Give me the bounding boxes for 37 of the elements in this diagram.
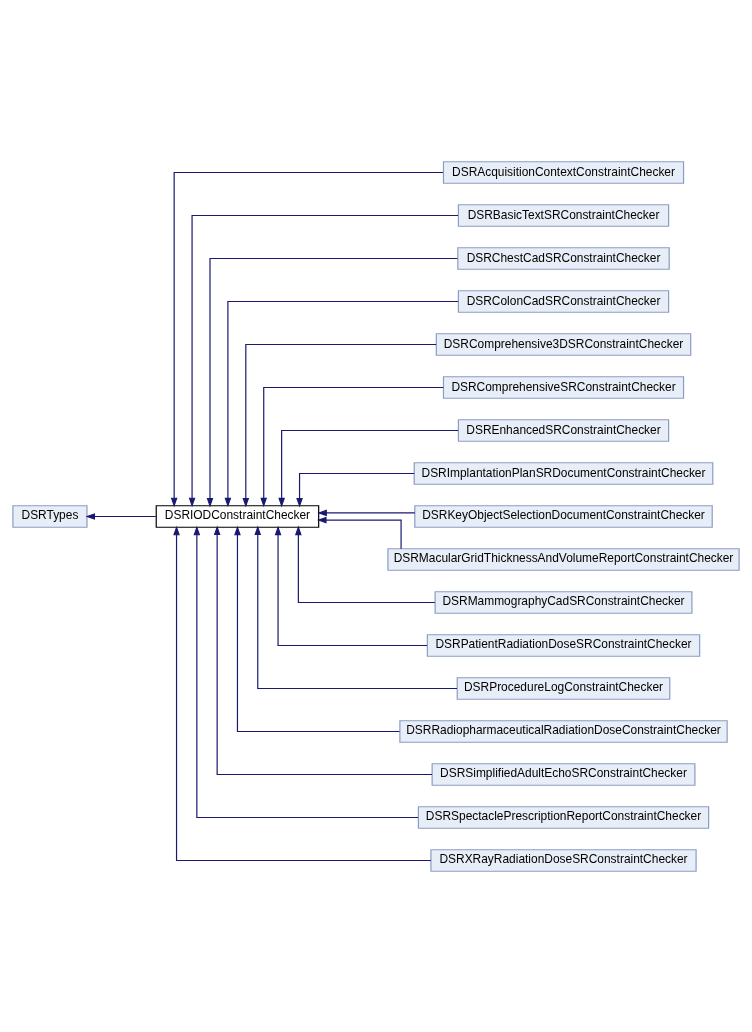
arrow [296,472,415,507]
arrow [206,257,459,508]
node-box: DSRProcedureLogConstraintChecker [456,676,671,700]
arrow [85,512,157,520]
arrow [193,525,419,818]
arrow [317,516,402,549]
node-box: DSRMacularGridThicknessAndVolumeReportConstraintChecker [387,547,740,571]
node-box: DSREnhancedSRConstraintChecker [457,418,670,442]
node-box: DSRKeyObjectSelectionDocumentConstraintChecker [414,504,713,528]
node-box: DSRRadiopharmaceuticalRadiationDoseConstraintChecker [399,719,728,743]
node-box: DSRColonCadSRConstraintChecker [457,289,670,313]
node-box: DSRChestCadSRConstraintChecker [457,246,670,270]
arrow [242,343,437,508]
node-box: DSRSimplifiedAdultEchoSRConstraintChecker [431,762,696,786]
arrow [260,386,444,507]
arrow [254,524,458,689]
node-box: DSRImplantationPlanSRDocumentConstraintChecker [413,461,714,485]
node-box: DSRSpectaclePrescriptionReportConstraintChecker [417,805,710,829]
arrow [278,429,459,507]
arrow [213,524,433,775]
arrow [224,300,459,507]
node-box: DSRXRayRadiationDoseSRConstraintChecker [430,848,697,872]
node-box: DSRBasicTextSRConstraintChecker [457,203,670,227]
node-box: DSRMammographyCadSRConstraintChecker [434,590,693,614]
node-box: DSRPatientRadiationDoseSRConstraintChecker [426,633,701,657]
arrow [317,509,416,516]
arrow [234,525,401,732]
node-box: DSRComprehensive3DSRConstraintChecker [435,332,692,356]
arrow [274,525,428,646]
node-box: DSRTypes [12,504,88,528]
node-box: DSRComprehensiveSRConstraintChecker [442,375,685,399]
node-box: DSRAcquisitionContextConstraintChecker [442,160,685,184]
node-box: DSRIODConstraintChecker [155,504,320,528]
arrow [188,214,459,507]
arrow [295,525,436,603]
arrow [173,525,432,861]
arrow [170,171,444,507]
